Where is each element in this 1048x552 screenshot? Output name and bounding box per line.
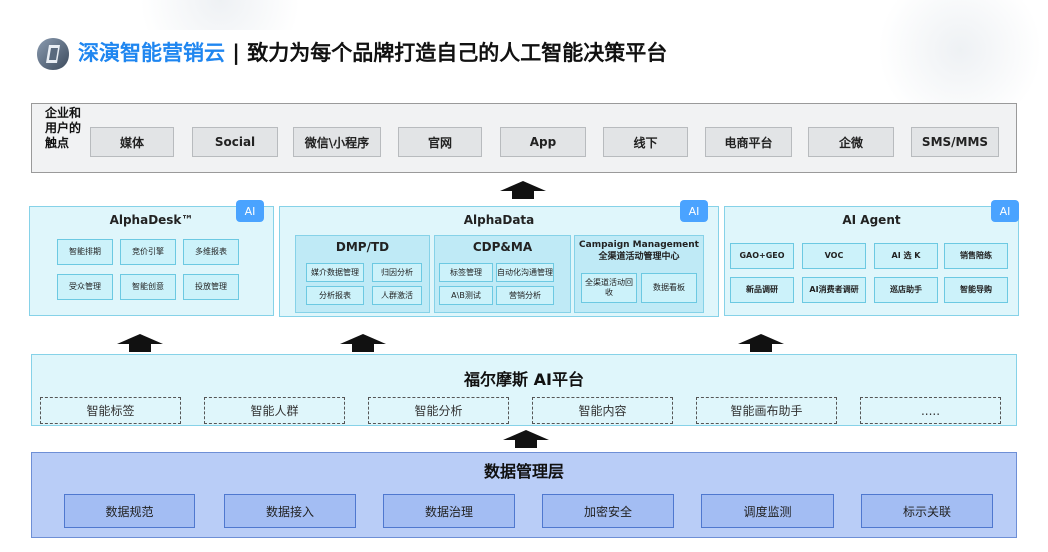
ai-agent-cell: 智能导购	[944, 277, 1008, 303]
data-management-title: 数据管理层	[483, 462, 564, 481]
dmp-td-box: DMP/TD 媒介数据管理 归因分析 分析报表 人群激活	[295, 235, 430, 313]
cdp-ma-box: CDP&MA 标签管理 自动化沟通管理 A\B测试 营销分析	[434, 235, 571, 313]
cdp-cell: A\B测试	[439, 286, 493, 305]
platform-item: .....	[860, 397, 1001, 424]
platform-item: 智能分析	[368, 397, 509, 424]
platform-item: 智能画布助手	[696, 397, 837, 424]
touchpoint-item: 电商平台	[705, 127, 792, 157]
ai-badge: AI	[680, 200, 708, 222]
campaign-management-box: Campaign Management 全渠道活动管理中心 全渠道活动回收 数据…	[574, 235, 704, 313]
page-title: 深演智能营销云 | 致力为每个品牌打造自己的人工智能决策平台	[78, 38, 667, 68]
tagline: 致力为每个品牌打造自己的人工智能决策平台	[247, 41, 668, 65]
touchpoint-item: 企微	[808, 127, 894, 157]
platform-item: 智能标签	[40, 397, 181, 424]
dmp-cell: 归因分析	[372, 263, 422, 282]
brand-name: 深演智能营销云	[78, 41, 225, 65]
cdp-ma-title: CDP&MA	[472, 240, 533, 254]
dmp-cell: 分析报表	[306, 286, 364, 305]
ai-platform-title: 福尔摩斯 AI平台	[464, 370, 584, 389]
alphadata-panel: AlphaData AI DMP/TD 媒介数据管理 归因分析 分析报表 人群激…	[279, 200, 719, 317]
ai-agent-panel: AI Agent AI GAO+GEO VOC AI 选 K 销售陪练 新品调研…	[724, 200, 1019, 316]
alphadesk-cell: 智能排期	[57, 239, 113, 265]
background-decoration	[110, 0, 330, 30]
platform-item: 智能内容	[532, 397, 673, 424]
campaign-title: Campaign Management	[579, 240, 699, 250]
ai-agent-cell: GAO+GEO	[730, 243, 794, 269]
ai-agent-title: AI Agent	[842, 213, 901, 227]
cdp-cell: 自动化沟通管理	[496, 263, 554, 282]
alphadesk-cell: 竞价引擎	[120, 239, 176, 265]
touchpoint-item: 官网	[398, 127, 482, 157]
ai-agent-cell: 巡店助手	[874, 277, 938, 303]
data-layer-item: 数据规范	[64, 494, 195, 528]
alphadesk-cell: 投放管理	[183, 274, 239, 300]
ai-agent-cell: 销售陪练	[944, 243, 1008, 269]
ai-platform-layer	[31, 354, 1017, 426]
campaign-subtitle: 全渠道活动管理中心	[598, 252, 680, 262]
campaign-cell: 全渠道活动回收	[581, 273, 637, 303]
touchpoint-item: SMS/MMS	[911, 127, 999, 157]
ai-agent-cell: AI消费者调研	[802, 277, 866, 303]
alphadesk-cell: 智能创意	[120, 274, 176, 300]
alphadesk-cell: 多维报表	[183, 239, 239, 265]
touchpoint-item: 微信\小程序	[293, 127, 381, 157]
alphadesk-panel: AlphaDesk™ AI 智能排期 竞价引擎 多维报表 受众管理 智能创意 投…	[29, 200, 274, 316]
ai-agent-cell: 新品调研	[730, 277, 794, 303]
alphadesk-cell: 受众管理	[57, 274, 113, 300]
data-layer-item: 标示关联	[861, 494, 993, 528]
dmp-td-title: DMP/TD	[335, 240, 390, 254]
touchpoint-label: 企业和用户的触点	[45, 106, 82, 150]
cdp-cell: 标签管理	[439, 263, 493, 282]
data-management-layer	[31, 452, 1017, 538]
campaign-cell: 数据看板	[641, 273, 697, 303]
background-map-decoration	[860, 0, 1048, 110]
ai-badge: AI	[991, 200, 1019, 222]
cdp-cell: 营销分析	[496, 286, 554, 305]
data-layer-item: 加密安全	[542, 494, 674, 528]
alphadesk-title: AlphaDesk™	[109, 213, 194, 227]
ai-agent-cell: VOC	[802, 243, 866, 269]
data-layer-item: 数据接入	[224, 494, 356, 528]
touchpoint-item: App	[500, 127, 586, 157]
brand-logo-icon	[37, 38, 69, 70]
dmp-cell: 媒介数据管理	[306, 263, 364, 282]
title-separator: |	[225, 41, 248, 65]
alphadata-title: AlphaData	[463, 213, 535, 227]
data-layer-item: 数据治理	[383, 494, 515, 528]
dmp-cell: 人群激活	[372, 286, 422, 305]
touchpoint-item: 媒体	[90, 127, 174, 157]
touchpoint-item: Social	[192, 127, 278, 157]
ai-agent-cell: AI 选 K	[874, 243, 938, 269]
ai-badge: AI	[236, 200, 264, 222]
platform-item: 智能人群	[204, 397, 345, 424]
data-layer-item: 调度监测	[701, 494, 834, 528]
touchpoint-item: 线下	[603, 127, 688, 157]
